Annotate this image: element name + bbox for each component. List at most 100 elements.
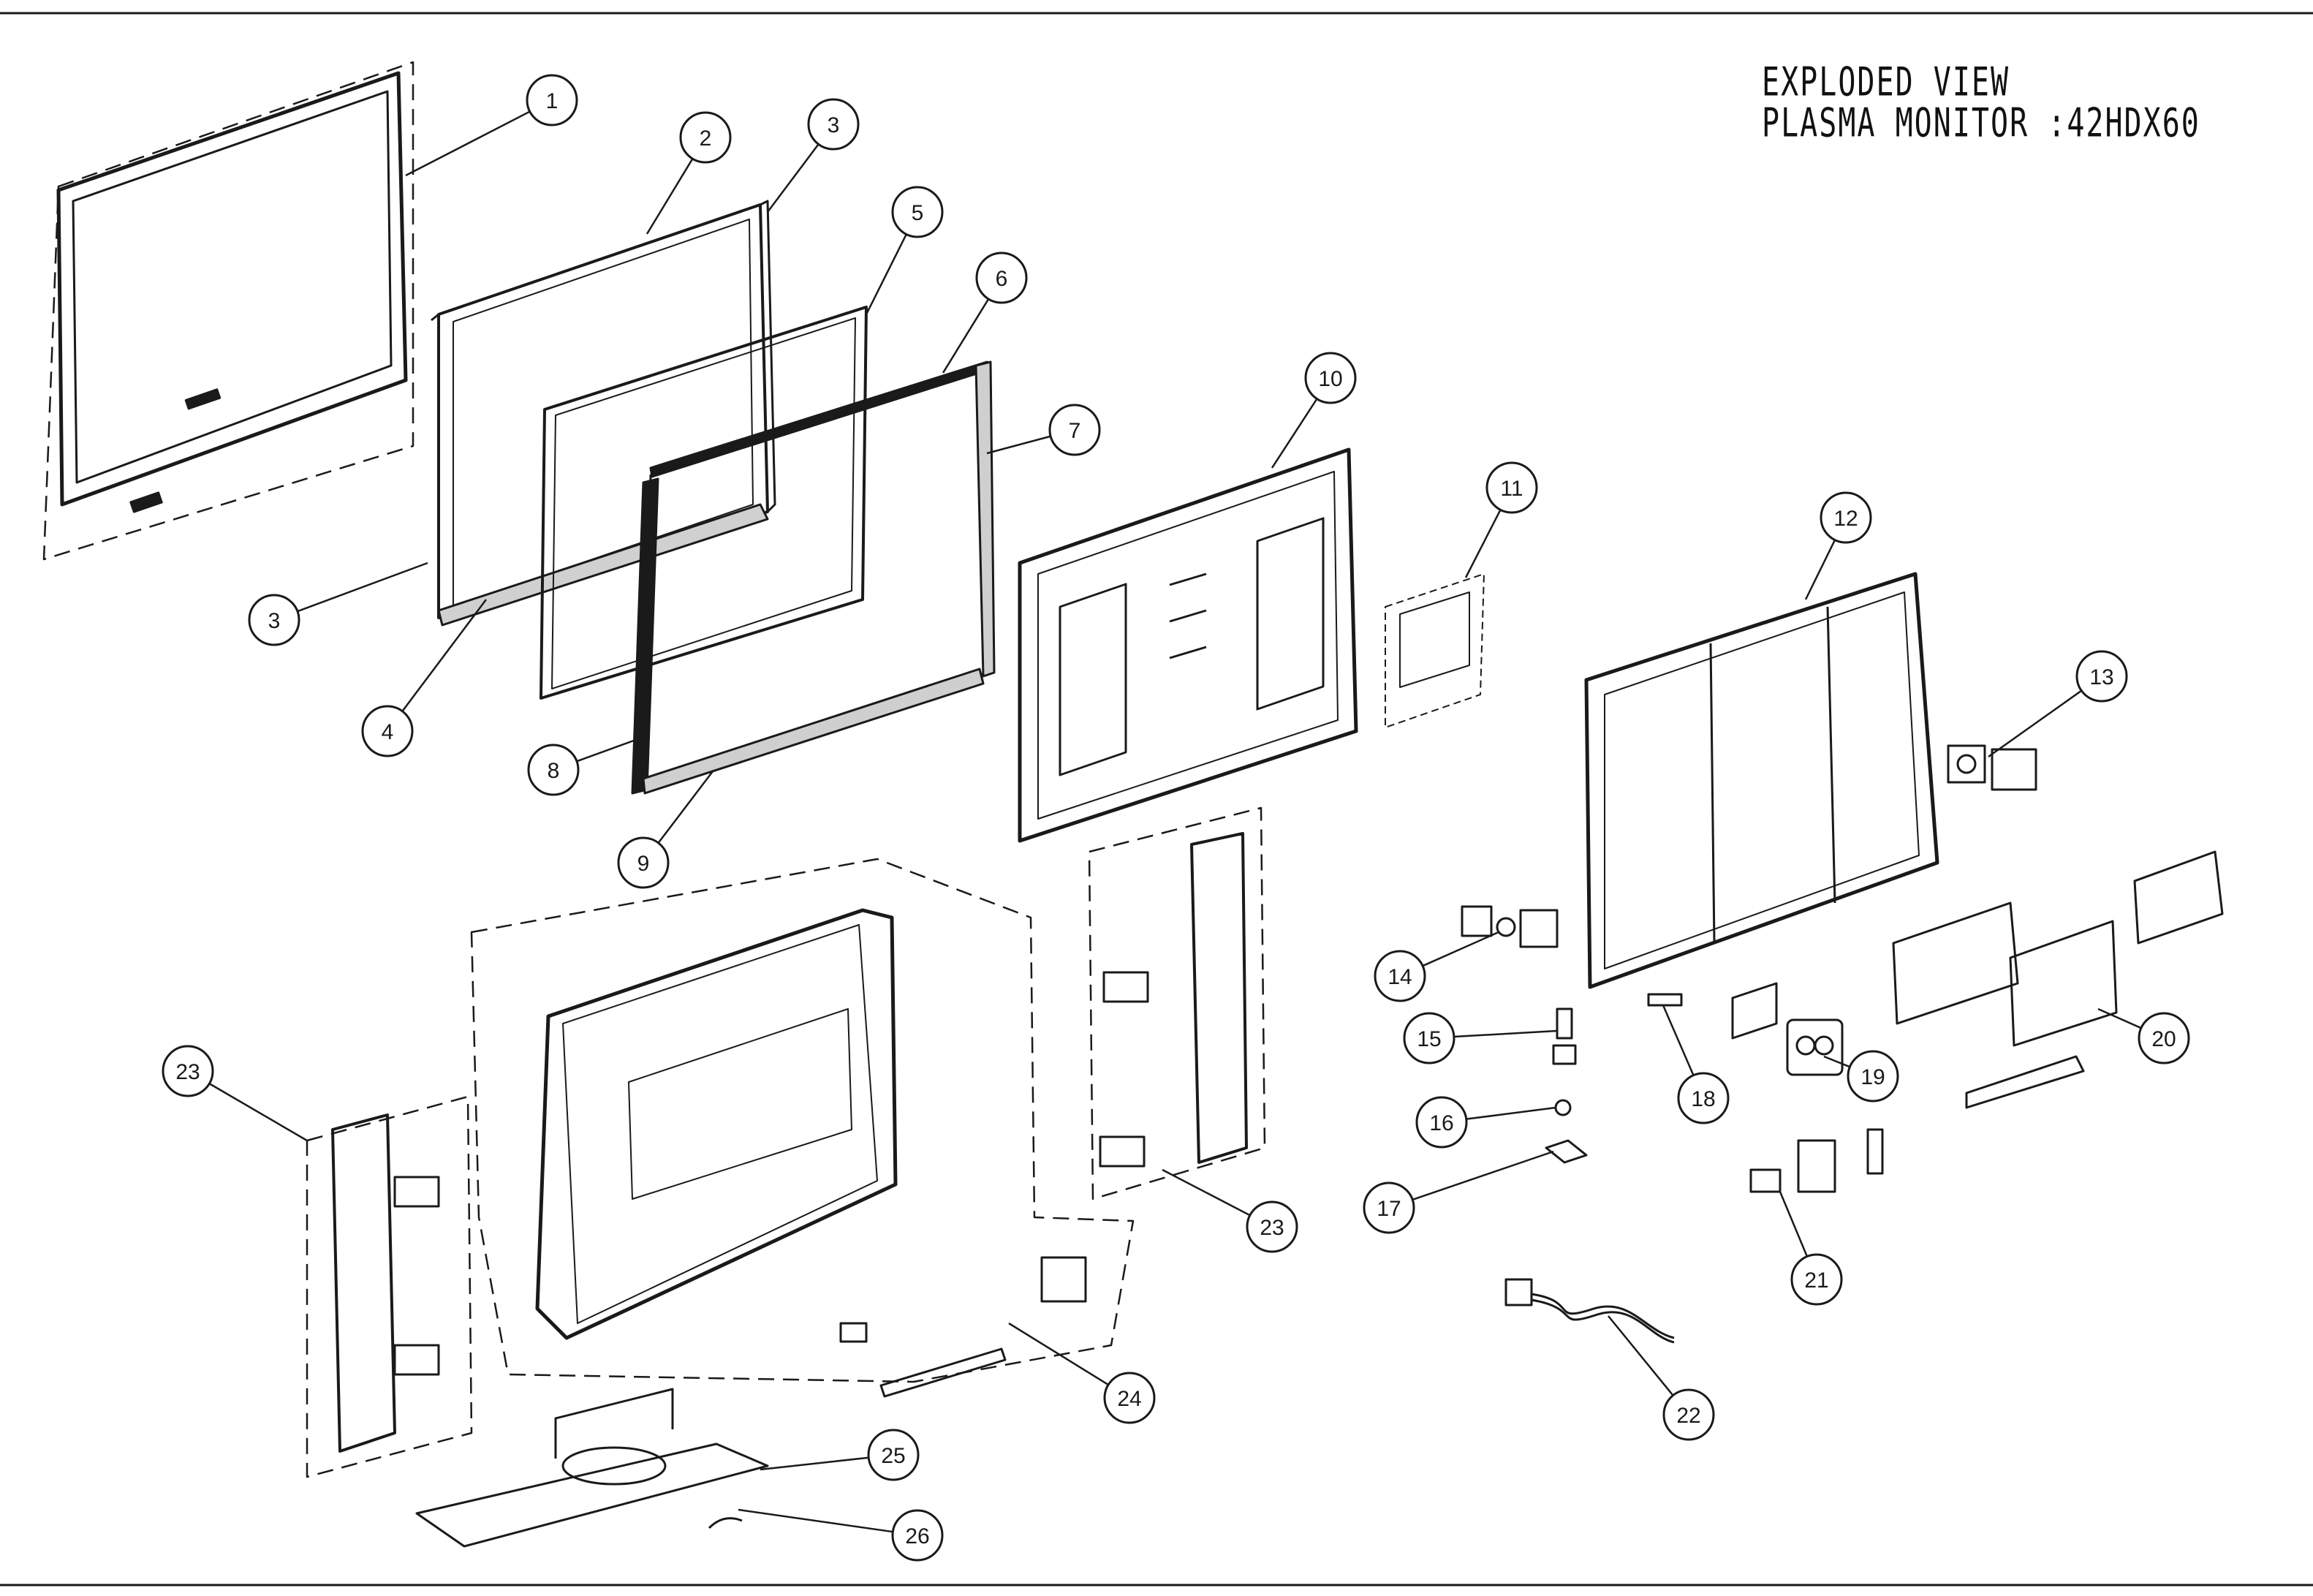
callout-number: 11 <box>1500 477 1523 501</box>
leader-line-18 <box>1662 1005 1695 1076</box>
callout-number: 3 <box>828 113 840 137</box>
leader-line-17 <box>1412 1150 1554 1201</box>
callout-circle <box>1790 1253 1843 1306</box>
part-rear-chassis <box>1584 572 1939 989</box>
callout-number: 16 <box>1429 1111 1453 1135</box>
callout-circle <box>2138 1012 2190 1064</box>
part-stand <box>415 1388 769 1548</box>
leader-line-24 <box>1008 1322 1109 1386</box>
leader-line-15 <box>1453 1029 1558 1038</box>
diagram-title: EXPLODED VIEW <box>1762 60 2010 106</box>
callout-circle <box>867 1429 920 1481</box>
part-inner-frame <box>631 360 996 795</box>
callout-circle <box>1415 1096 1468 1149</box>
callout-7: 7 <box>1048 404 1101 456</box>
callout-number: 23 <box>1260 1216 1284 1240</box>
callout-16: 16 <box>1415 1096 1468 1149</box>
callout-number: 20 <box>2151 1027 2176 1051</box>
callout-number: 7 <box>1069 419 1081 443</box>
callout-circle <box>891 186 944 238</box>
callout-circle <box>1374 950 1426 1002</box>
callout-number: 1 <box>546 89 559 113</box>
callout-circle <box>807 98 860 151</box>
leader-line-22 <box>1608 1315 1674 1396</box>
leader-line-16 <box>1466 1106 1556 1120</box>
callout-number: 9 <box>637 852 650 876</box>
callout-number: 24 <box>1117 1387 1141 1411</box>
callout-21: 21 <box>1790 1253 1843 1306</box>
leader-line-13 <box>1988 689 2082 758</box>
callout-number: 25 <box>881 1444 905 1468</box>
part-plasma-panel <box>1018 447 1358 843</box>
callout-circle <box>1246 1200 1298 1253</box>
leader-line-26 <box>738 1508 893 1533</box>
callout-number: 15 <box>1417 1027 1441 1051</box>
leader-line-3 <box>297 561 428 613</box>
leader-line-20 <box>2097 1007 2142 1029</box>
part-20-boards <box>1892 850 2224 1109</box>
callout-3: 3 <box>807 98 860 151</box>
part-filter-frame <box>431 200 776 627</box>
callout-number: 17 <box>1377 1197 1401 1221</box>
callout-23: 23 <box>1246 1200 1298 1253</box>
callout-number: 2 <box>700 126 712 151</box>
callout-22: 22 <box>1662 1388 1715 1441</box>
part-22-power-cord <box>1504 1278 1675 1344</box>
callout-circle <box>891 1509 944 1562</box>
callout-number: 12 <box>1833 507 1858 531</box>
leader-line-21 <box>1779 1191 1809 1257</box>
part-shield-plate <box>1385 573 1485 728</box>
callout-circle <box>526 74 578 126</box>
callout-number: 4 <box>382 720 394 744</box>
callout-17: 17 <box>1363 1181 1415 1234</box>
leader-line-9 <box>657 771 713 844</box>
leader-line-5 <box>865 233 907 315</box>
callout-circle <box>1820 491 1872 544</box>
callout-number: 6 <box>996 267 1008 291</box>
callout-10: 10 <box>1304 352 1357 404</box>
leader-line-11 <box>1464 509 1502 578</box>
callout-13: 13 <box>2075 650 2128 703</box>
callout-number: 8 <box>548 759 560 783</box>
part-front-glass <box>540 306 868 700</box>
callout-number: 19 <box>1860 1065 1885 1089</box>
callout-number: 10 <box>1318 367 1342 391</box>
callout-number: 5 <box>912 201 924 225</box>
callout-number: 26 <box>905 1524 929 1548</box>
callout-25: 25 <box>867 1429 920 1481</box>
callout-number: 3 <box>268 609 281 633</box>
callout-23: 23 <box>162 1045 214 1097</box>
callout-circle <box>361 705 414 757</box>
part-speaker-left <box>306 1095 473 1478</box>
callout-circle <box>1403 1012 1455 1064</box>
callout-circle <box>975 251 1028 304</box>
callout-circle <box>1662 1388 1715 1441</box>
callout-9: 9 <box>617 836 670 889</box>
callout-8: 8 <box>527 744 580 796</box>
callout-number: 18 <box>1691 1087 1715 1111</box>
leader-line-14 <box>1422 931 1499 967</box>
callout-20: 20 <box>2138 1012 2190 1064</box>
callout-6: 6 <box>975 251 1028 304</box>
callout-2: 2 <box>679 111 732 164</box>
callout-number: 14 <box>1388 965 1412 989</box>
callout-circle <box>248 594 300 646</box>
callout-number: 22 <box>1676 1404 1700 1428</box>
callout-circle <box>2075 650 2128 703</box>
callout-number: 23 <box>175 1060 200 1084</box>
leader-line-1 <box>405 110 531 177</box>
callout-number: 13 <box>2089 665 2113 689</box>
callout-24: 24 <box>1103 1372 1156 1424</box>
callout-circle <box>1304 352 1357 404</box>
part-14-switch <box>1461 905 1559 948</box>
part-13-jack <box>1947 744 2037 791</box>
callout-18: 18 <box>1677 1072 1730 1124</box>
callout-5: 5 <box>891 186 944 238</box>
leader-line-23 <box>1162 1168 1251 1217</box>
callout-26: 26 <box>891 1509 944 1562</box>
leader-line-25 <box>760 1456 869 1471</box>
callout-12: 12 <box>1820 491 1872 544</box>
callout-circle <box>617 836 670 889</box>
callout-circle <box>527 744 580 796</box>
